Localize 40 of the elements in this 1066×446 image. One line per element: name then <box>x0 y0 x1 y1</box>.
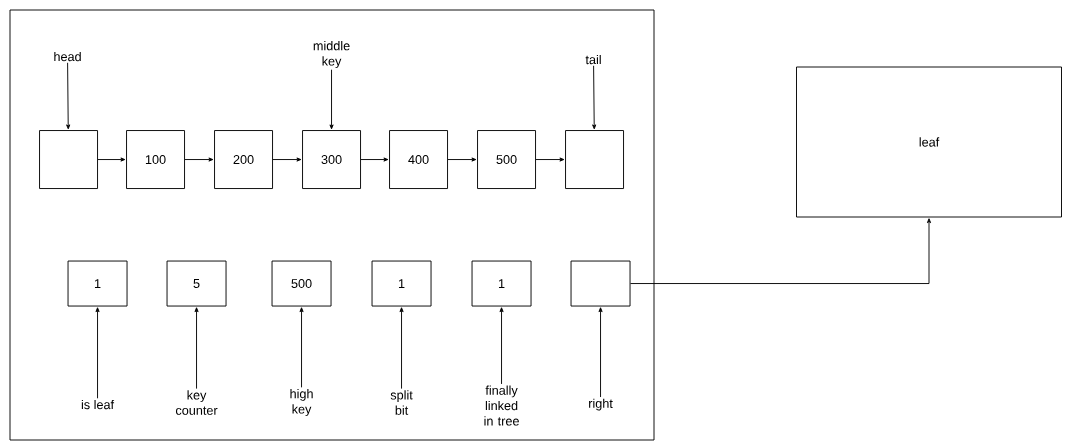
arrow <box>592 65 597 130</box>
field-label: split bit <box>390 390 413 415</box>
arrow <box>360 157 389 162</box>
field-label: is leaf <box>81 399 115 410</box>
leaf-box: leaf <box>796 66 1062 218</box>
arrow <box>499 307 504 385</box>
key-box: 300 <box>302 130 361 189</box>
key-box: 400 <box>389 130 448 189</box>
pointer-label: tail <box>585 54 601 65</box>
arrow <box>272 157 302 162</box>
key-box: 500 <box>477 130 536 189</box>
field-box: 1 <box>67 260 128 307</box>
field-box <box>570 260 631 307</box>
arrow <box>630 218 932 284</box>
arrow <box>399 307 404 390</box>
field-box: 1 <box>371 260 432 307</box>
arrow <box>299 307 304 388</box>
arrow <box>97 157 126 162</box>
field-label: key counter <box>175 390 218 415</box>
field-label: high key <box>290 388 313 417</box>
key-box <box>39 130 98 189</box>
key-box: 200 <box>214 130 273 189</box>
arrow <box>66 62 71 130</box>
arrow <box>95 307 100 399</box>
field-box: 1 <box>471 260 532 307</box>
arrow <box>535 157 565 162</box>
pointer-label: head <box>54 51 81 62</box>
arrow <box>184 157 214 162</box>
field-box: 500 <box>271 260 332 307</box>
arrow <box>194 307 199 390</box>
key-box: 100 <box>126 130 185 189</box>
field-box: 5 <box>166 260 227 307</box>
arrow <box>447 157 477 162</box>
node-frame-box <box>9 9 655 441</box>
field-label: right <box>589 398 613 411</box>
key-box <box>565 130 624 189</box>
arrow <box>598 307 603 398</box>
field-label: finally linked in tree <box>484 385 519 426</box>
pointer-label: middle key <box>313 40 350 69</box>
arrow <box>329 69 334 130</box>
